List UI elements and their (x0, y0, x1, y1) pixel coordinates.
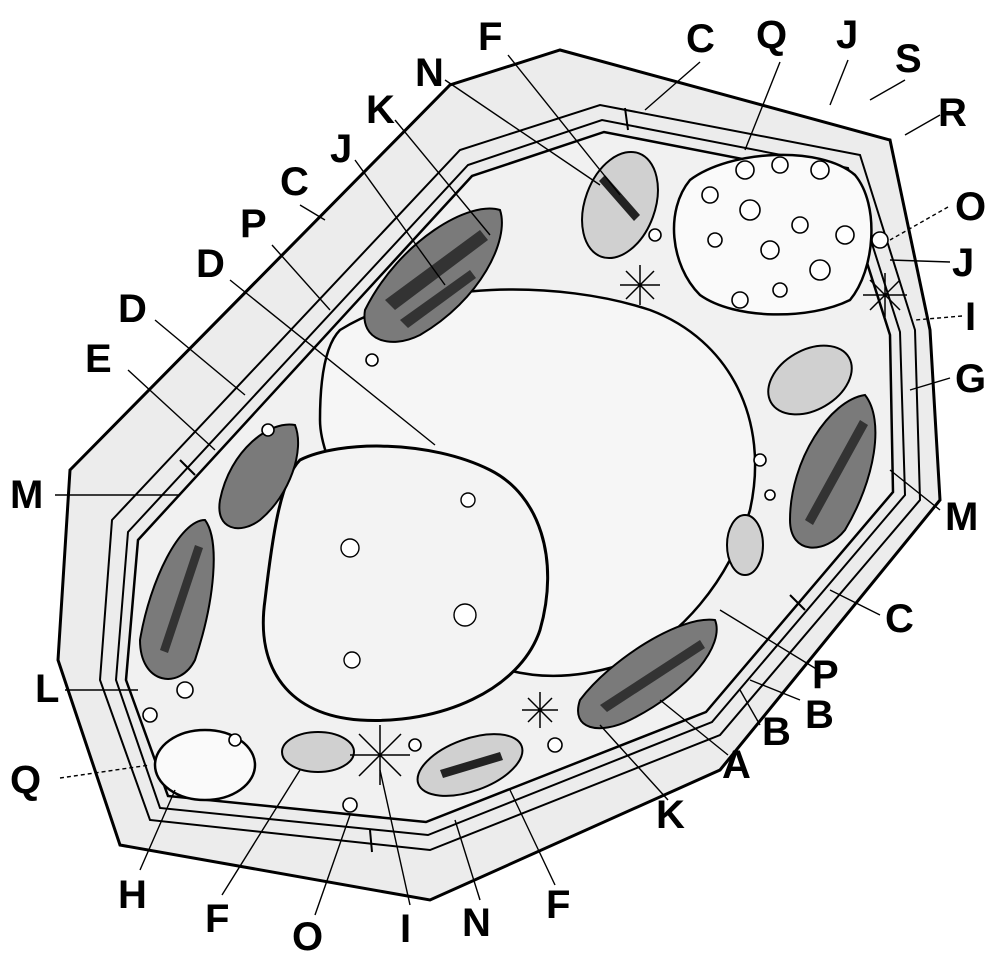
label-top-k: K (366, 88, 395, 132)
label-top-n: N (415, 51, 444, 95)
label-bottom-n: N (462, 901, 491, 945)
label-top-q: Q (756, 13, 787, 57)
nuclear-pore (461, 493, 475, 507)
label-right-m: M (945, 495, 978, 539)
label-left-d2: D (118, 287, 147, 331)
label-right-j: J (952, 241, 974, 285)
label-bottom-f1: F (546, 883, 570, 927)
label-right-c: C (885, 597, 914, 641)
label-top-j: J (836, 13, 858, 57)
label-top-c: C (686, 17, 715, 61)
label-left-p: P (240, 202, 267, 246)
label-top-f: F (478, 15, 502, 59)
label-left-d1: D (196, 242, 225, 286)
label-left-q: Q (10, 758, 41, 802)
label-bottom-i: I (400, 907, 411, 951)
label-right-b1: B (805, 693, 834, 737)
label-left-l: L (35, 667, 59, 711)
label-right-o: O (955, 185, 986, 229)
label-left-e: E (85, 337, 112, 381)
label-top-r: R (938, 91, 967, 135)
label-top-j2: J (330, 127, 352, 171)
nuclear-pore (454, 604, 476, 626)
label-right-p: P (812, 653, 839, 697)
label-left-c: C (280, 160, 309, 204)
label-left-m: M (10, 473, 43, 517)
mitochondrion-bottom-left (282, 732, 354, 772)
label-bottom-a: A (722, 743, 751, 787)
label-right-i: I (965, 295, 976, 339)
nucleus (263, 446, 547, 720)
label-bottom-o: O (292, 915, 323, 956)
label-right-g: G (955, 357, 986, 401)
mitochondrion-lower-right (727, 515, 763, 575)
label-right-b2: B (762, 710, 791, 754)
nuclear-pore (344, 652, 360, 668)
nuclear-pore (341, 539, 359, 557)
label-bottom-f2: F (205, 897, 229, 941)
label-top-s: S (895, 37, 922, 81)
label-bottom-h: H (118, 873, 147, 917)
label-bottom-k: K (656, 793, 685, 837)
